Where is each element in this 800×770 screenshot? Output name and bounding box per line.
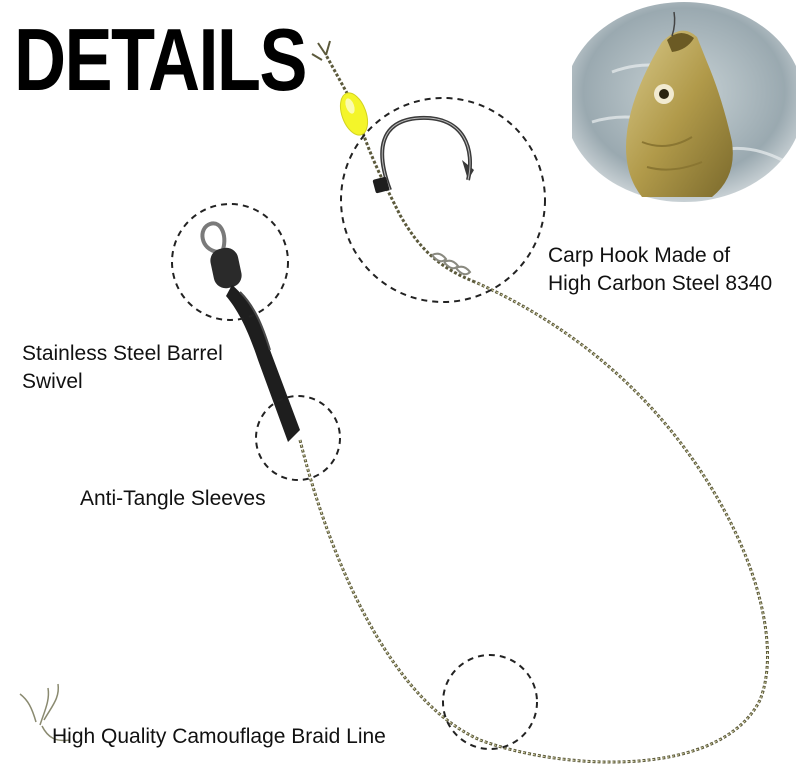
braid-line	[298, 280, 769, 764]
braid-tag	[19, 683, 71, 742]
carp-photo	[572, 2, 796, 212]
swivel-barrel	[210, 247, 242, 289]
hook-callout-circle	[340, 97, 546, 303]
sleeve-label: Anti-Tangle Sleeves	[80, 487, 266, 510]
swivel-label: Stainless Steel Barrel Swivel	[22, 340, 262, 396]
hook-link	[324, 54, 476, 284]
hook-label-line1: Carp Hook Made of	[548, 244, 731, 267]
hook-label-line2: High Carbon Steel 8340	[548, 272, 773, 295]
sleeve-callout-circle	[255, 395, 341, 481]
swivel-callout-circle	[171, 203, 289, 321]
yellow-bead	[339, 92, 369, 136]
knot	[431, 252, 472, 276]
page-title: DETAILS	[14, 10, 307, 109]
braid-label: High Quality Camouflage Braid Line	[52, 725, 386, 748]
hook-label: Carp Hook Made of High Carbon Steel 8340	[548, 242, 788, 298]
swivel-label-line2: Swivel	[22, 370, 83, 393]
anti-tangle-sleeve	[226, 285, 300, 442]
swivel-ring	[200, 221, 227, 254]
braid-callout-circle	[442, 654, 538, 750]
swivel-label-line1: Stainless Steel Barrel	[22, 342, 223, 365]
